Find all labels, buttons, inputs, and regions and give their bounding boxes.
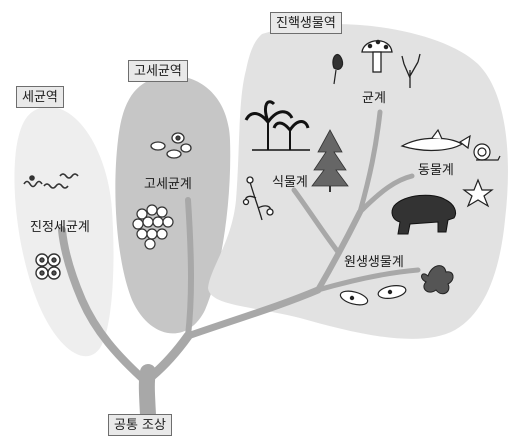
plant-kingdom-label: 식물계: [272, 175, 308, 190]
paramecium-icon: [339, 285, 407, 306]
snail-icon: [473, 143, 501, 161]
archaea-eukarya-branch: [147, 331, 193, 381]
coccus-cluster-icon: [35, 253, 61, 280]
archaebacteria-kingdom-label: 고세균계: [144, 177, 192, 192]
archaea-colony-icon: [132, 204, 174, 250]
morel-icon: [332, 54, 344, 85]
tree-branches: [58, 109, 421, 423]
archaea-branch: [185, 197, 194, 339]
archaea-cells-icon: [150, 132, 192, 159]
palm-tree-icon: [244, 100, 310, 151]
mushroom-icon: [361, 39, 393, 73]
animal-branch: [357, 173, 415, 215]
conifer-icon: [311, 129, 349, 192]
flowering-plant-icon: [242, 176, 274, 221]
archaea-region: [115, 75, 231, 334]
animal-kingdom-label: 동물계: [418, 163, 454, 178]
starfish-icon: [462, 178, 494, 208]
eukarya-region: [208, 23, 508, 339]
protist-branch: [315, 267, 421, 293]
plant-branch: [291, 187, 341, 255]
protist-kingdom-label: 원생생물계: [344, 255, 404, 270]
dolphin-icon: [400, 128, 471, 152]
common-ancestor-label: 공통 조상: [108, 414, 172, 436]
amoeba-icon: [421, 265, 454, 295]
bacteria-domain-label: 세균역: [16, 86, 64, 108]
archaea-domain-label: 고세균역: [128, 60, 188, 82]
eukarya-domain-label: 진핵생물역: [270, 12, 342, 34]
fungi-branch: [357, 109, 383, 215]
trunk: [138, 364, 156, 423]
bacteria-branch: [58, 226, 146, 382]
spirilla-icon: [23, 173, 79, 189]
coral-fungus-icon: [401, 53, 421, 88]
eubacteria-kingdom-label: 진정세균계: [30, 220, 90, 235]
eukarya-branch: [184, 286, 322, 340]
fungi-kingdom-label: 균계: [362, 91, 386, 106]
bear-icon: [391, 194, 457, 235]
